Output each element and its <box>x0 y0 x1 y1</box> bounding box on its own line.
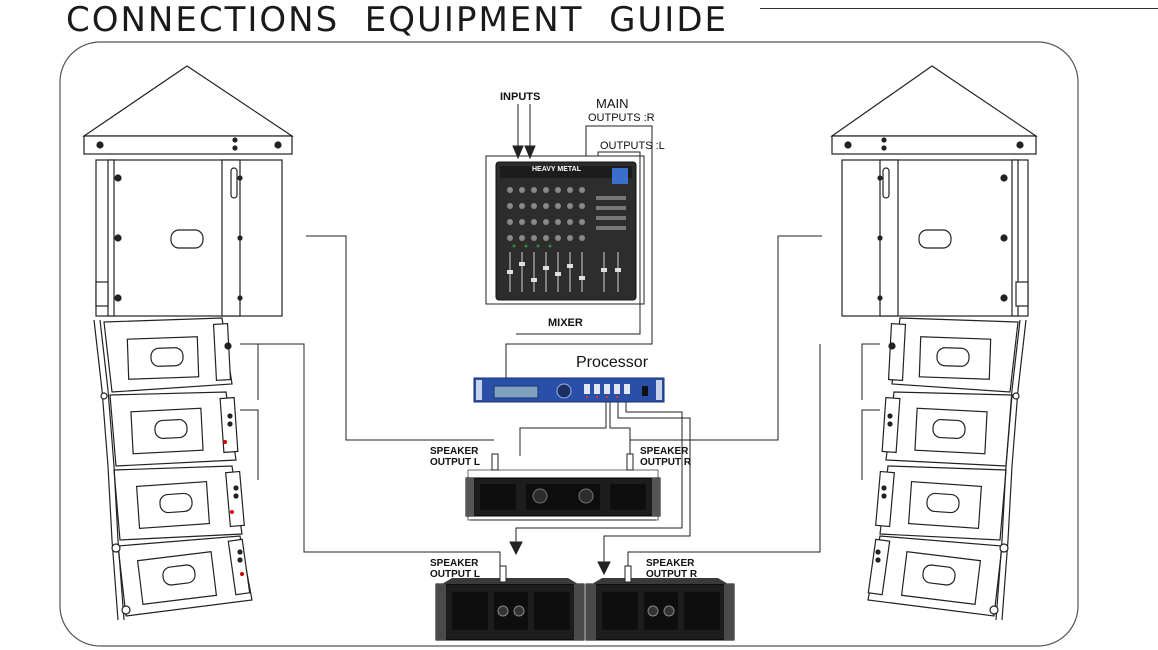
mixer-knobs <box>507 187 585 241</box>
title-rule <box>760 8 1158 9</box>
right-rigging-roof <box>830 65 1038 137</box>
amp-left <box>435 578 585 641</box>
mixer-brand-label: HEAVY METAL <box>532 166 582 173</box>
processor-device <box>473 377 665 403</box>
speaker-output-r-label-1: SPEAKER OUTPUT R <box>640 446 692 468</box>
outputs-l-label: OUTPUTS :L <box>600 140 665 152</box>
left-sub-handle <box>170 229 204 249</box>
speaker-output-l-label-2: SPEAKER OUTPUT L <box>430 558 480 580</box>
outputs-r-label: OUTPUTS :R <box>588 112 655 124</box>
left-line-array-box-4 <box>117 535 253 617</box>
right-speaker-array <box>830 65 1038 621</box>
processor-display <box>493 385 539 399</box>
mixer-label: MIXER <box>548 317 583 329</box>
processor-label: Processor <box>576 354 649 371</box>
left-line-array-box-1 <box>103 317 233 393</box>
speaker-output-l-label-1: SPEAKER OUTPUT L <box>430 446 480 468</box>
right-line-array-box-2 <box>881 391 1013 467</box>
page-title: CONNECTIONS EQUIPMENT GUIDE <box>66 0 728 40</box>
inputs-label: INPUTS <box>500 91 541 103</box>
main-label: MAIN <box>596 96 629 111</box>
speaker-output-r-label-2: SPEAKER OUTPUT R <box>646 558 698 580</box>
mixer-device <box>485 155 645 305</box>
amp-main <box>465 469 661 521</box>
left-line-array-box-3 <box>113 465 245 541</box>
amp-right <box>585 578 735 641</box>
right-line-array-box-1 <box>887 317 1019 393</box>
right-rigging-beam <box>831 135 1037 155</box>
wiring <box>240 104 880 583</box>
left-rigging-beam <box>83 135 293 155</box>
right-line-array-box-4 <box>867 535 1003 617</box>
processor-knob <box>556 383 572 399</box>
left-line-array-box-2 <box>109 391 239 467</box>
right-line-array-box-3 <box>875 465 1007 541</box>
diagram-frame <box>59 41 1079 647</box>
right-sub-handle <box>918 229 952 249</box>
left-speaker-array <box>82 65 294 621</box>
mixer-fader-caps <box>507 262 621 282</box>
left-rigging-roof <box>82 65 294 137</box>
